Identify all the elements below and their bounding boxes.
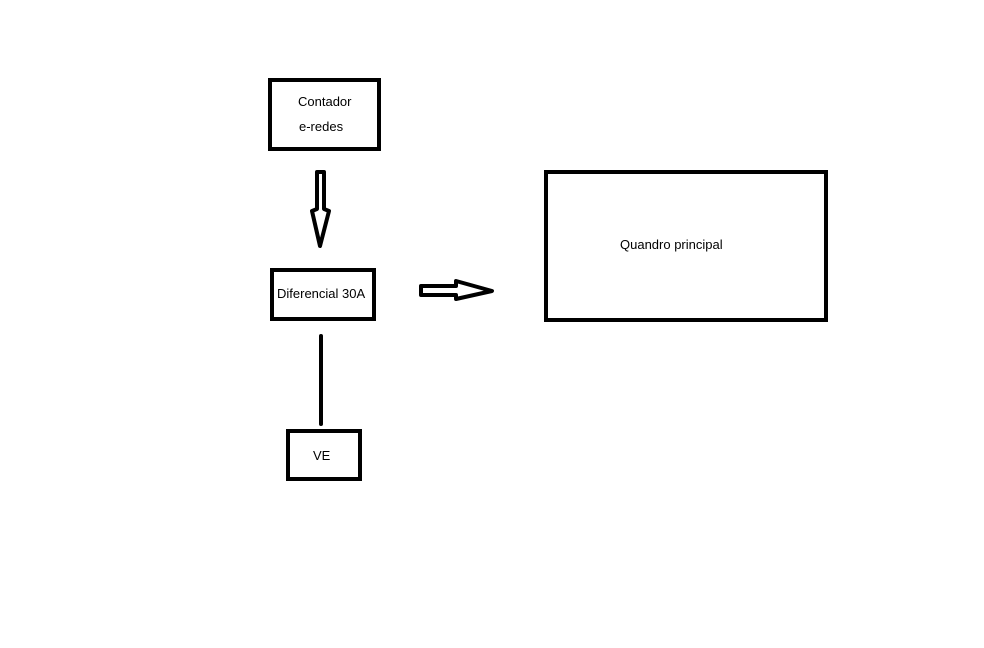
meter-box bbox=[268, 78, 381, 151]
meter-label-line1: Contador bbox=[298, 94, 352, 109]
meter-label-line2: e-redes bbox=[299, 119, 344, 134]
main-panel-label: Quandro principal bbox=[620, 237, 723, 252]
main-panel-box bbox=[544, 170, 828, 322]
rcd-label: Diferencial 30A bbox=[277, 286, 366, 301]
arrow-rcd-to-main-panel bbox=[419, 279, 494, 301]
arrow-meter-to-rcd bbox=[310, 170, 331, 248]
ev-label: VE bbox=[313, 448, 331, 463]
ev-box bbox=[286, 429, 362, 481]
rcd-box bbox=[270, 268, 376, 321]
